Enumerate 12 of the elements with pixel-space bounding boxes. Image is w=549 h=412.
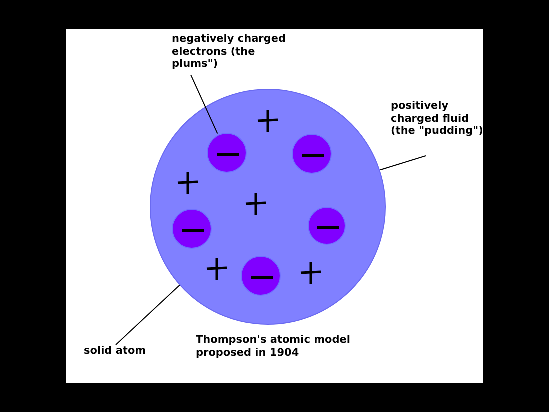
electron-circle: [241, 256, 281, 296]
electron-circle: [308, 207, 346, 245]
callout-text: solid atom: [84, 345, 164, 361]
electron-circle: [207, 133, 247, 173]
callout-text: positively charged fluid (the "pudding"): [391, 100, 486, 156]
caption-text: Thompson's atomic model proposed in 1904: [196, 334, 352, 359]
leader-line: [190, 74, 218, 134]
leader-line: [116, 284, 180, 346]
electron-circle: [172, 209, 212, 249]
callout-text: negatively charged electrons (the plums"): [172, 33, 300, 75]
leader-line: [380, 156, 426, 171]
electron-circle: [292, 134, 332, 174]
